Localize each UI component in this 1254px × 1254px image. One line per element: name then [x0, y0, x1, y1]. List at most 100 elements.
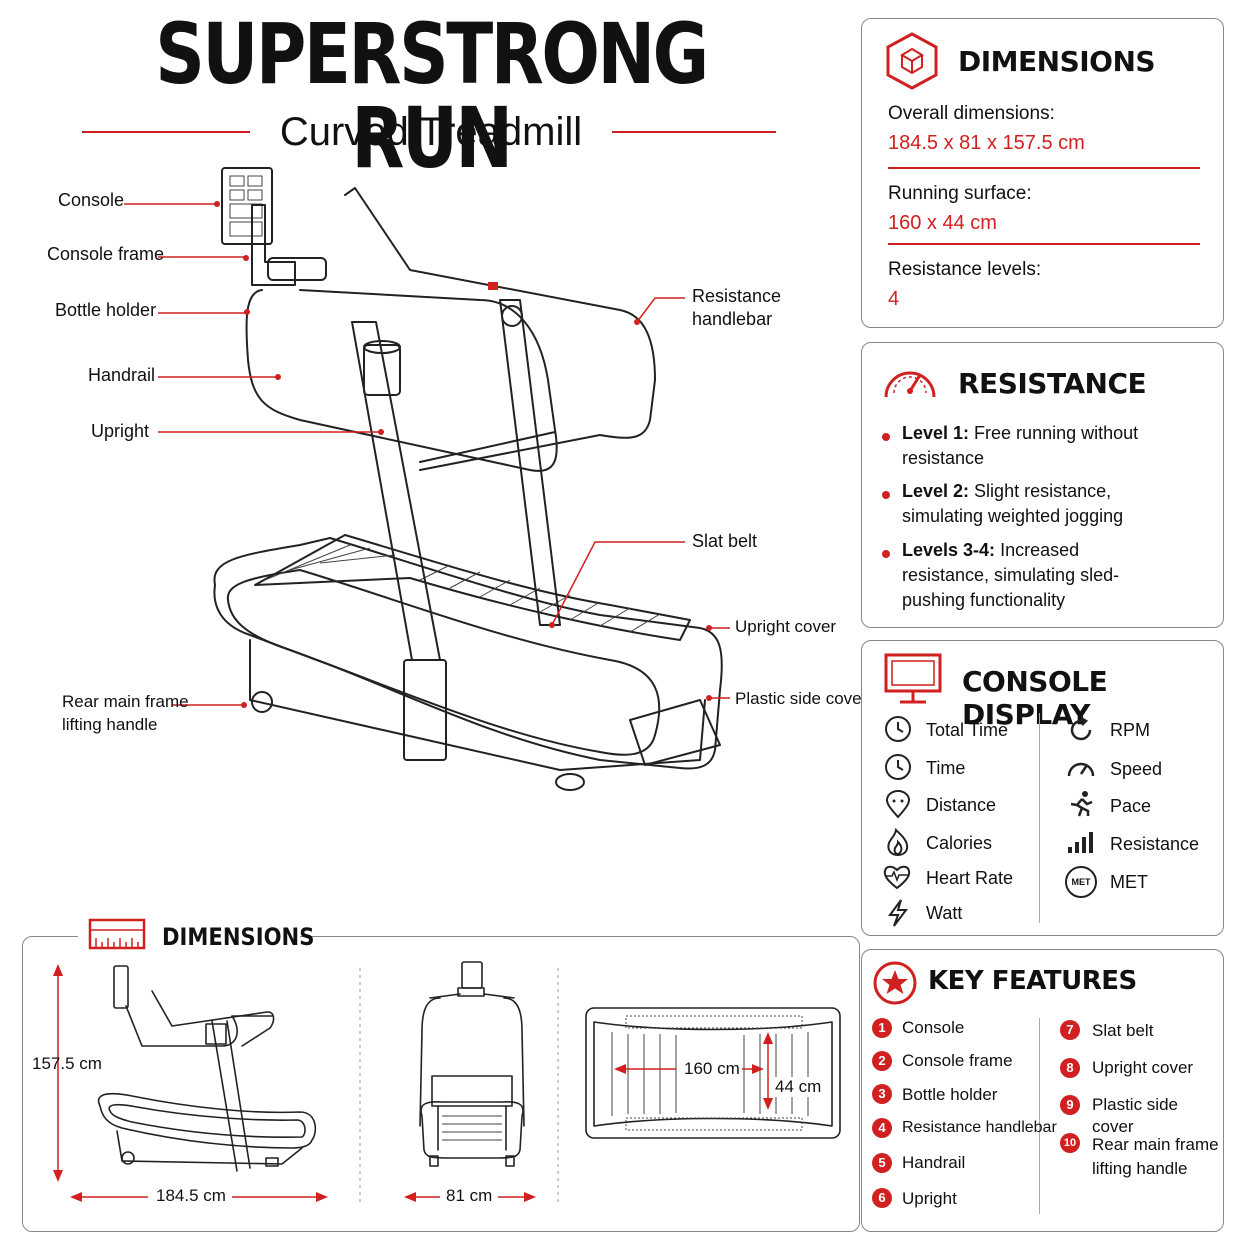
- treadmill-illustration: [124, 167, 730, 791]
- flame-icon: [887, 827, 909, 857]
- callout-console-frame: Console frame: [47, 244, 165, 264]
- dimensions-panel-title: DIMENSIONS: [162, 923, 315, 951]
- width-dimension: 81 cm: [446, 1186, 493, 1205]
- feature-number: 6: [872, 1188, 892, 1208]
- divider: [888, 243, 1200, 245]
- feature-rear-main-frame: Rear main frame lifting handle: [1092, 1135, 1219, 1178]
- clock-icon: [885, 754, 911, 780]
- callout-bottle-holder: Bottle holder: [55, 300, 157, 320]
- column-divider: [1039, 713, 1040, 923]
- feature-number: 9: [1060, 1095, 1080, 1115]
- feature-handrail: Handrail: [902, 1153, 966, 1172]
- feature-number: 8: [1060, 1058, 1080, 1078]
- level-3-4-title: Levels 3-4:: [902, 540, 996, 560]
- title-rule-left: [82, 131, 250, 133]
- feature-number: 4: [872, 1118, 892, 1138]
- running-surface-label: Running surface:: [888, 183, 1032, 204]
- feature-console-frame: Console frame: [902, 1051, 1013, 1070]
- overall-dimensions-value: 184.5 x 81 x 157.5 cm: [888, 132, 1085, 154]
- resistance-levels-value: 4: [888, 288, 900, 310]
- page-title: SUPERSTRONG RUN: [155, 5, 709, 187]
- level-1-title: Level 1:: [902, 423, 970, 443]
- feature-number: 10: [1060, 1133, 1080, 1153]
- metric-met: MET: [1110, 872, 1148, 892]
- running-surface-value: 160 x 44 cm: [888, 212, 997, 234]
- feature-number: 1: [872, 1018, 892, 1038]
- column-divider: [1039, 1018, 1040, 1214]
- resistance-card: RESISTANCE Level 1: Free running without…: [861, 342, 1224, 628]
- resistance-levels-label: Resistance levels:: [888, 259, 1042, 280]
- cube-icon: [886, 32, 938, 90]
- feature-console: Console: [902, 1018, 965, 1037]
- met-badge-icon: MET: [1065, 866, 1097, 898]
- metric-time: Time: [926, 758, 966, 778]
- lightning-icon: [888, 899, 908, 927]
- gauge-icon: [884, 371, 936, 398]
- runner-icon: [1070, 791, 1093, 817]
- panel-title-mask: [78, 915, 300, 959]
- page-subtitle: Curved Treadmill: [279, 110, 583, 154]
- console-display-title: CONSOLE DISPLAY: [962, 665, 1108, 731]
- resistance-level-2: Level 2: Slight resistance, simulating w…: [902, 479, 1152, 529]
- bullet: [882, 550, 890, 558]
- key-features-card: KEY FEATURES 1 Console 2 Console frame 3…: [861, 949, 1224, 1232]
- speedometer-icon: [1067, 762, 1095, 777]
- title-rule-right: [612, 131, 776, 133]
- metric-distance: Distance: [926, 795, 997, 815]
- resistance-level-1: Level 1: Free running without resistance: [902, 421, 1142, 471]
- heart-rate-icon: [883, 865, 911, 890]
- height-dimension: 157.5 cm: [32, 1054, 102, 1073]
- feature-bottle-holder: Bottle holder: [902, 1085, 998, 1104]
- signal-bars-icon: [1068, 832, 1093, 853]
- resistance-card-title: RESISTANCE: [958, 367, 1147, 400]
- dimensions-panel: [22, 936, 860, 1232]
- resistance-level-3-4: Levels 3-4: Increased resistance, simula…: [902, 538, 1132, 613]
- monitor-icon: [884, 653, 942, 704]
- ruler-icon: [88, 918, 146, 950]
- feature-plastic-side-cover: Plastic side cover: [1092, 1095, 1178, 1136]
- level-2-title: Level 2:: [902, 481, 970, 501]
- star-icon: [873, 961, 917, 1005]
- overall-dimensions-label: Overall dimensions:: [888, 103, 1055, 124]
- feature-number: 3: [872, 1084, 892, 1104]
- callout-upright: Upright: [91, 421, 150, 441]
- bullet: [882, 491, 890, 499]
- callout-slat-belt: Slat belt: [692, 531, 758, 551]
- metric-watt: Watt: [926, 903, 963, 923]
- location-pin-icon: [885, 790, 911, 819]
- feature-number: 2: [872, 1051, 892, 1071]
- callout-console: Console: [58, 190, 125, 210]
- belt-length-dimension: 160 cm: [682, 1059, 742, 1079]
- divider: [888, 167, 1200, 169]
- callout-rear-main-frame: Rear main frame lifting handle: [62, 692, 189, 734]
- feature-number: 7: [1060, 1020, 1080, 1040]
- metric-resistance: Resistance: [1110, 834, 1200, 854]
- length-dimension: 184.5 cm: [156, 1186, 226, 1205]
- callout-resistance-handlebar: Resistance handlebar: [692, 286, 782, 329]
- dimensions-card: DIMENSIONS Overall dimensions: 184.5 x 8…: [861, 18, 1224, 328]
- feature-slat-belt: Slat belt: [1092, 1021, 1154, 1040]
- dimensions-card-title: DIMENSIONS: [958, 45, 1156, 78]
- level-3-4-text: Increased resistance, simulating sled-pu…: [902, 540, 1120, 610]
- metric-pace: Pace: [1110, 796, 1152, 816]
- level-1-text: Free running without resistance: [902, 423, 1139, 468]
- rotate-icon: [1070, 716, 1092, 741]
- callout-handrail: Handrail: [88, 365, 156, 385]
- feature-upright: Upright: [902, 1189, 957, 1208]
- feature-resistance-handlebar: Resistance handlebar: [902, 1119, 1057, 1136]
- metric-rpm: RPM: [1110, 720, 1150, 740]
- metric-calories: Calories: [926, 833, 993, 853]
- metric-total-time: Total Time: [926, 720, 1009, 740]
- level-2-text: Slight resistance, simulating weighted j…: [902, 481, 1124, 526]
- metric-heart-rate: Heart Rate: [926, 868, 1014, 888]
- bullet: [882, 433, 890, 441]
- console-display-card: CONSOLE DISPLAY Total Time Time Distance…: [861, 640, 1224, 936]
- callout-plastic-side-cover: Plastic side cover: [735, 689, 868, 708]
- feature-upright-cover: Upright cover: [1092, 1058, 1194, 1077]
- dimension-diagrams: [53, 961, 841, 1206]
- callout-upright-cover: Upright cover: [735, 617, 837, 636]
- metric-speed: Speed: [1110, 759, 1163, 779]
- belt-width-dimension: 44 cm: [773, 1077, 824, 1097]
- key-features-title: KEY FEATURES: [928, 966, 1137, 996]
- clock-icon: [885, 716, 911, 742]
